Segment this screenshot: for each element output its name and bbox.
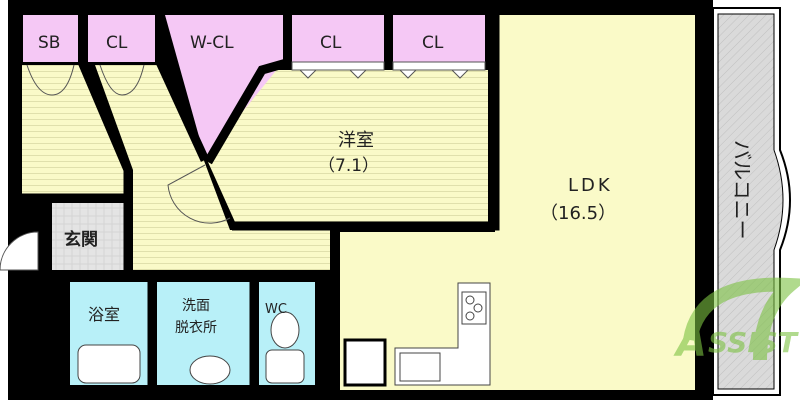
fridge-space-icon [343, 338, 387, 387]
closet-cl3 [393, 15, 485, 62]
svg-text:A: A [673, 320, 707, 366]
western-room-size: （7.1） [318, 156, 379, 176]
bathtub-icon [77, 344, 141, 384]
svg-text:SSIST: SSIST [708, 326, 799, 359]
left-room [22, 65, 126, 196]
hallway [95, 65, 330, 270]
bathroom-label: 浴室 [88, 305, 120, 324]
ldk-size: （16.5） [540, 203, 616, 224]
closet-cl2 [292, 15, 384, 62]
western-room-name: 洋室 [338, 130, 374, 151]
washroom-label-1: 洗面 [182, 298, 210, 314]
ldk-name: LDK [568, 175, 613, 196]
closet-sb [23, 15, 78, 62]
entrance-label: 玄関 [64, 229, 98, 250]
walk-in-closet [165, 15, 283, 158]
western-room [208, 70, 488, 222]
wcl-label: W-CL [190, 33, 234, 53]
balcony-label: バルコニー [730, 140, 754, 240]
closet-cl1 [88, 15, 155, 62]
washroom-label-2: 脱衣所 [175, 320, 217, 336]
entrance [52, 203, 124, 270]
cl2-label: CL [320, 33, 342, 53]
sb-label: SB [38, 33, 60, 53]
watermark-logo: A SSIST [673, 277, 800, 366]
ldk-room [340, 15, 695, 390]
closet-doors[interactable] [26, 61, 486, 96]
stove-icon [461, 291, 487, 325]
toilet-tank-icon [265, 349, 305, 384]
room-door[interactable] [167, 164, 231, 224]
interior-walls [22, 15, 500, 390]
cl3-label: CL [422, 33, 444, 53]
toilet-icon [270, 311, 300, 349]
sink-icon [189, 355, 231, 385]
toilet-label: WC [265, 302, 287, 317]
entrance-door[interactable] [0, 231, 39, 271]
cl1-label: CL [106, 33, 128, 53]
kitchen-sink-icon [399, 352, 441, 382]
